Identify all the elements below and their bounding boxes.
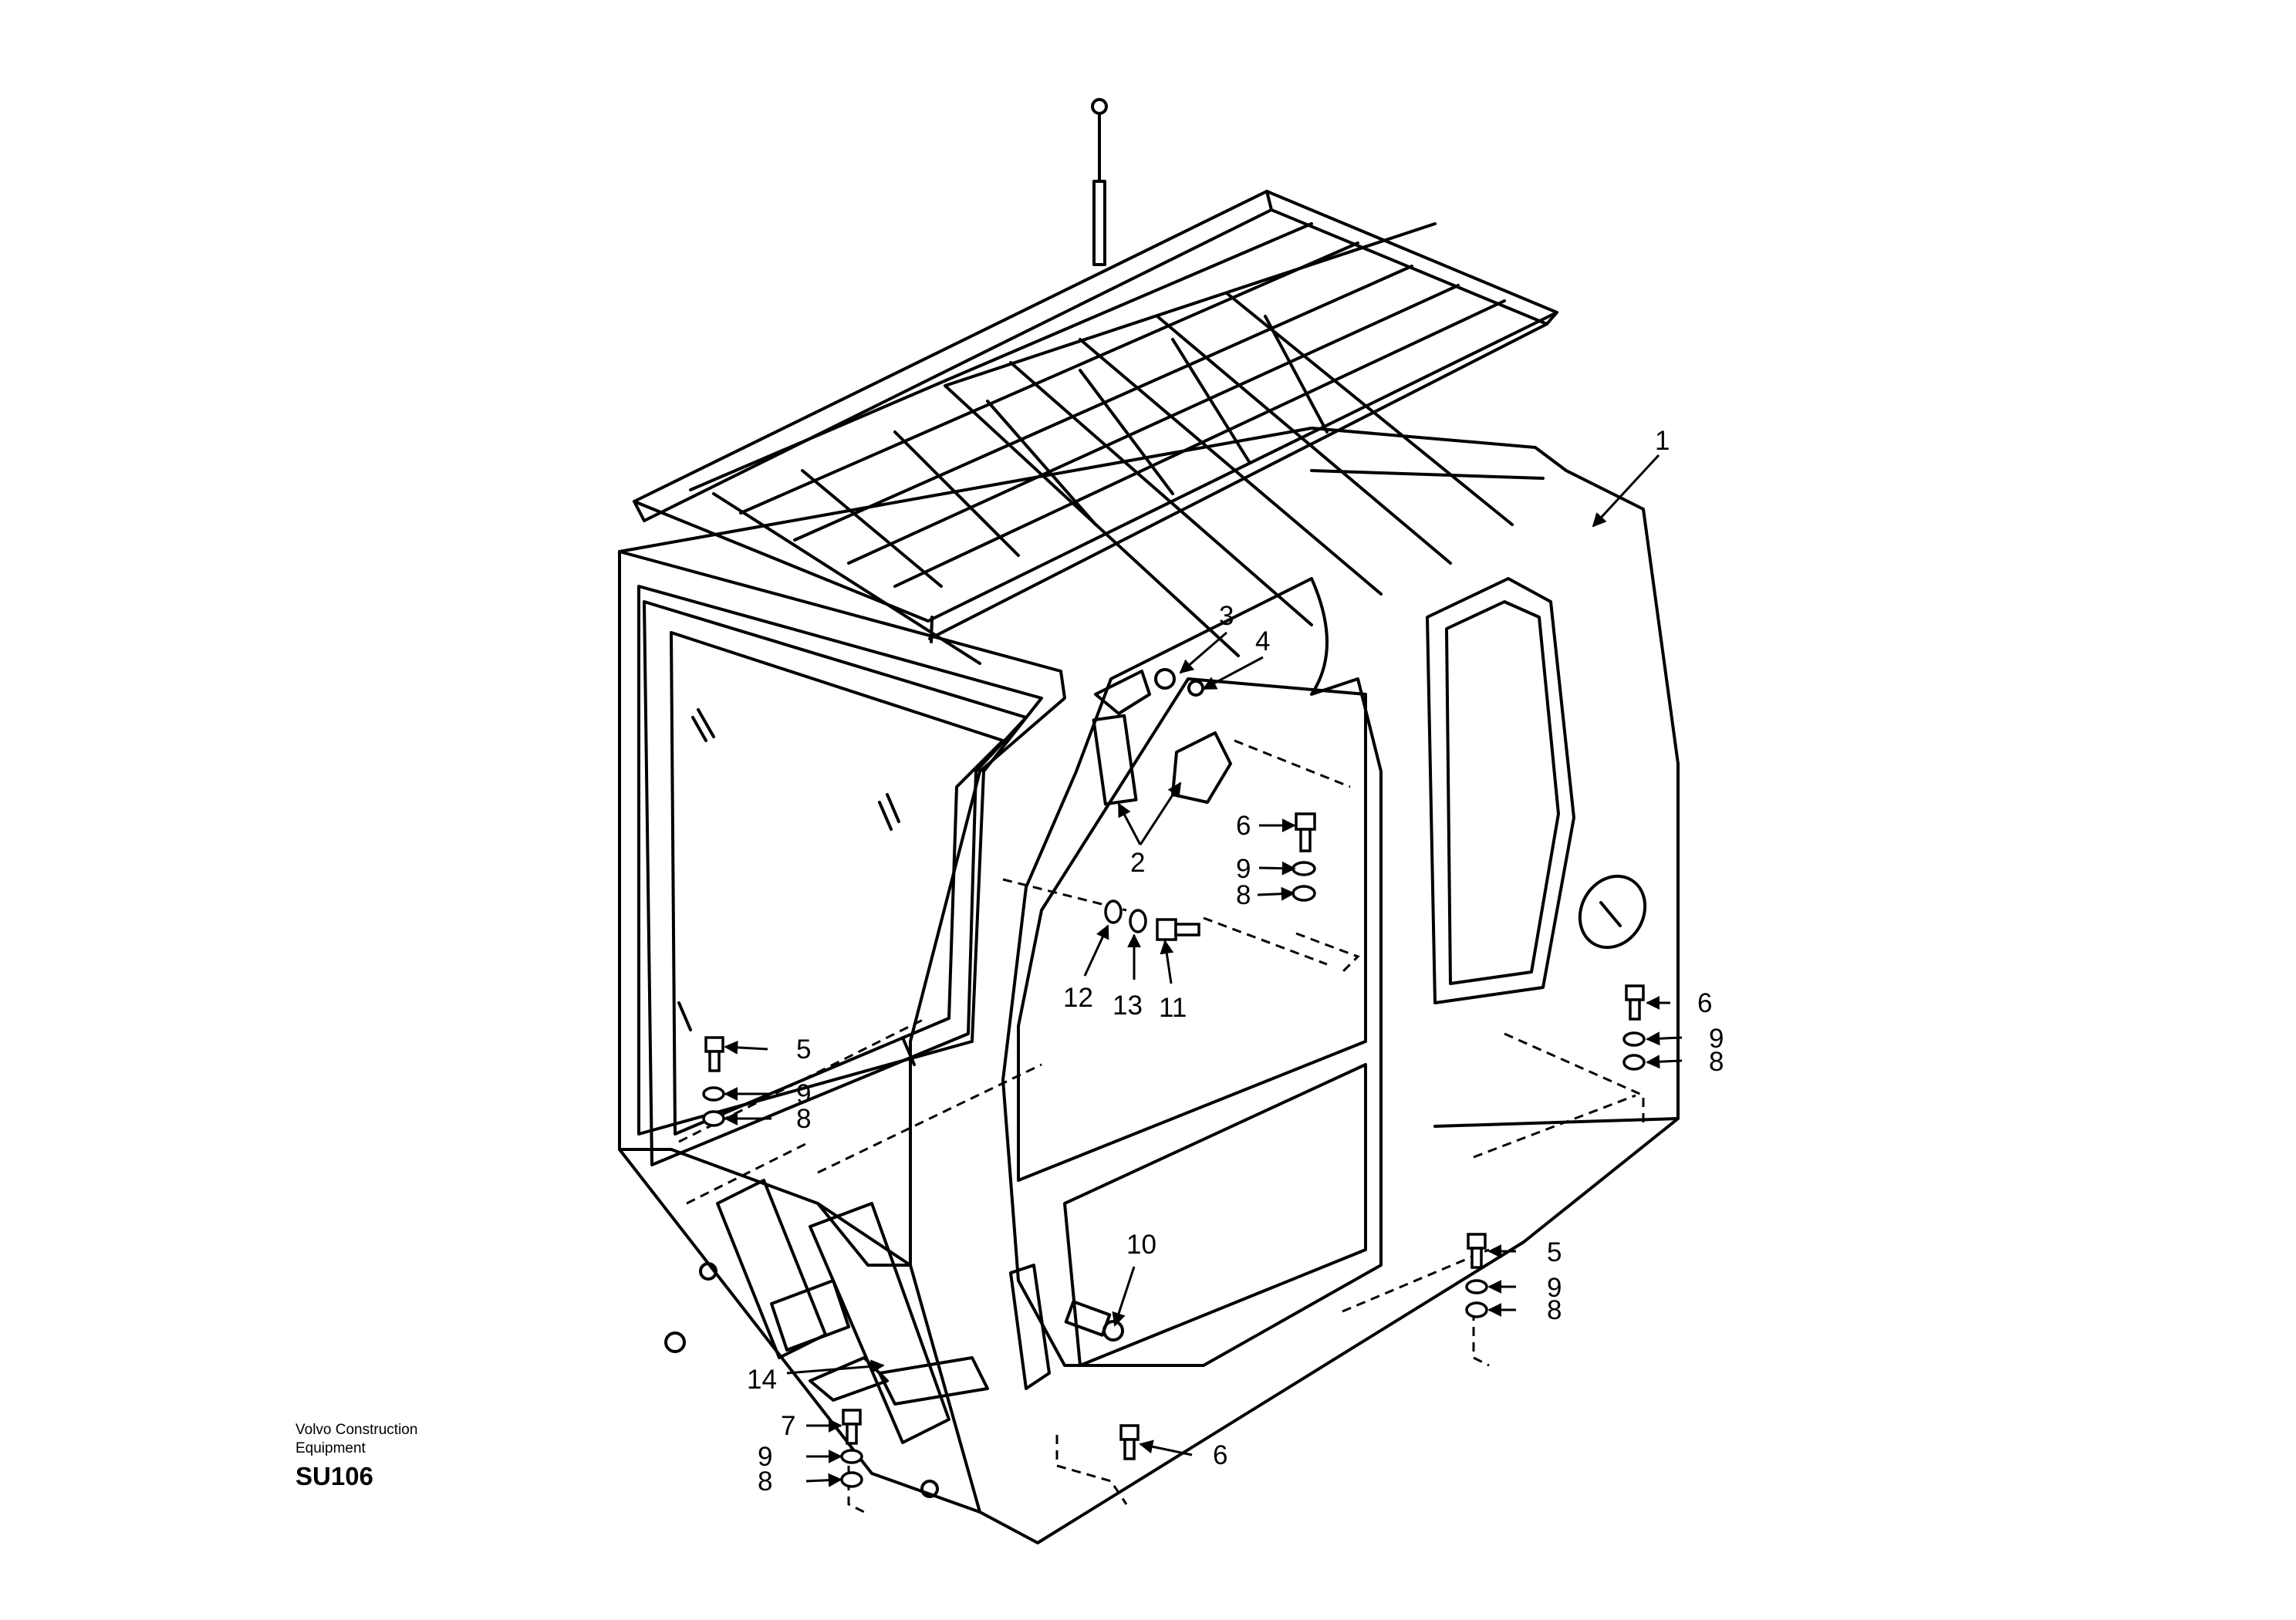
callout-5-front: 5 (796, 1034, 811, 1065)
side-vent (1578, 874, 1647, 950)
lock-washer-icon (702, 1086, 725, 1102)
callout-3: 3 (1219, 601, 1234, 631)
publisher-name-line1: Volvo Construction (295, 1422, 418, 1438)
callout-5-rear: 5 (1547, 1237, 1562, 1267)
callout-8-bottom: 8 (758, 1466, 772, 1497)
callout-9-front: 9 (796, 1079, 811, 1109)
cab-door (1001, 577, 1575, 1367)
lock-washer-icon (1129, 909, 1147, 933)
publisher-name-line2: Equipment (295, 1440, 366, 1456)
lock-washer-icon (1622, 1031, 1646, 1047)
callout-1: 1 (1655, 426, 1670, 456)
bolt-icon (1625, 984, 1645, 1021)
roof-guard (633, 190, 1558, 665)
figure-code: SU106 (295, 1462, 373, 1490)
callout-6-door: 6 (1236, 811, 1251, 841)
callout-12: 12 (1063, 983, 1093, 1013)
lock-washer-icon (1292, 861, 1316, 876)
bolt-icon (1467, 1233, 1487, 1269)
washer-icon (1292, 885, 1316, 902)
callout-6-side: 6 (1697, 988, 1712, 1018)
callout-9-side: 9 (1709, 1024, 1724, 1054)
callout-10: 10 (1126, 1230, 1156, 1260)
callout-8-side: 8 (1709, 1047, 1724, 1077)
cab-body (618, 427, 1680, 1544)
lock-washer-icon (840, 1449, 863, 1464)
lock-washer-icon (1465, 1279, 1488, 1294)
bolt-icon (842, 1409, 862, 1445)
bolt-icon (1119, 1424, 1140, 1460)
callout-2: 2 (1130, 848, 1145, 878)
antenna (1091, 98, 1108, 266)
washer-icon (702, 1110, 725, 1127)
washer-icon (1104, 899, 1123, 924)
washer-icon (1622, 1054, 1646, 1071)
callout-6-bottom: 6 (1213, 1440, 1227, 1470)
callout-9-bottom: 9 (758, 1442, 772, 1472)
door-hinge (1009, 1264, 1124, 1390)
front-window-frame (643, 600, 1028, 1166)
bolt-icon (1295, 812, 1316, 852)
washer-icon (840, 1471, 863, 1488)
washer-icon (1465, 1301, 1488, 1318)
callout-13: 13 (1113, 991, 1143, 1021)
callout-14: 14 (747, 1365, 777, 1395)
callout-7: 7 (781, 1411, 795, 1441)
callout-8-front: 8 (796, 1104, 811, 1134)
bolt-icon (1156, 918, 1200, 941)
callout-11: 11 (1159, 993, 1187, 1023)
callout-8-rear: 8 (1547, 1295, 1562, 1325)
callout-4: 4 (1255, 626, 1270, 656)
step-assembly (664, 1179, 989, 1498)
callout-9-rear: 9 (1547, 1273, 1562, 1303)
door-latch-assembly (1092, 668, 1232, 806)
bolt-icon (704, 1036, 724, 1072)
callout-9-door: 9 (1236, 854, 1251, 884)
callout-8-door: 8 (1236, 880, 1251, 910)
